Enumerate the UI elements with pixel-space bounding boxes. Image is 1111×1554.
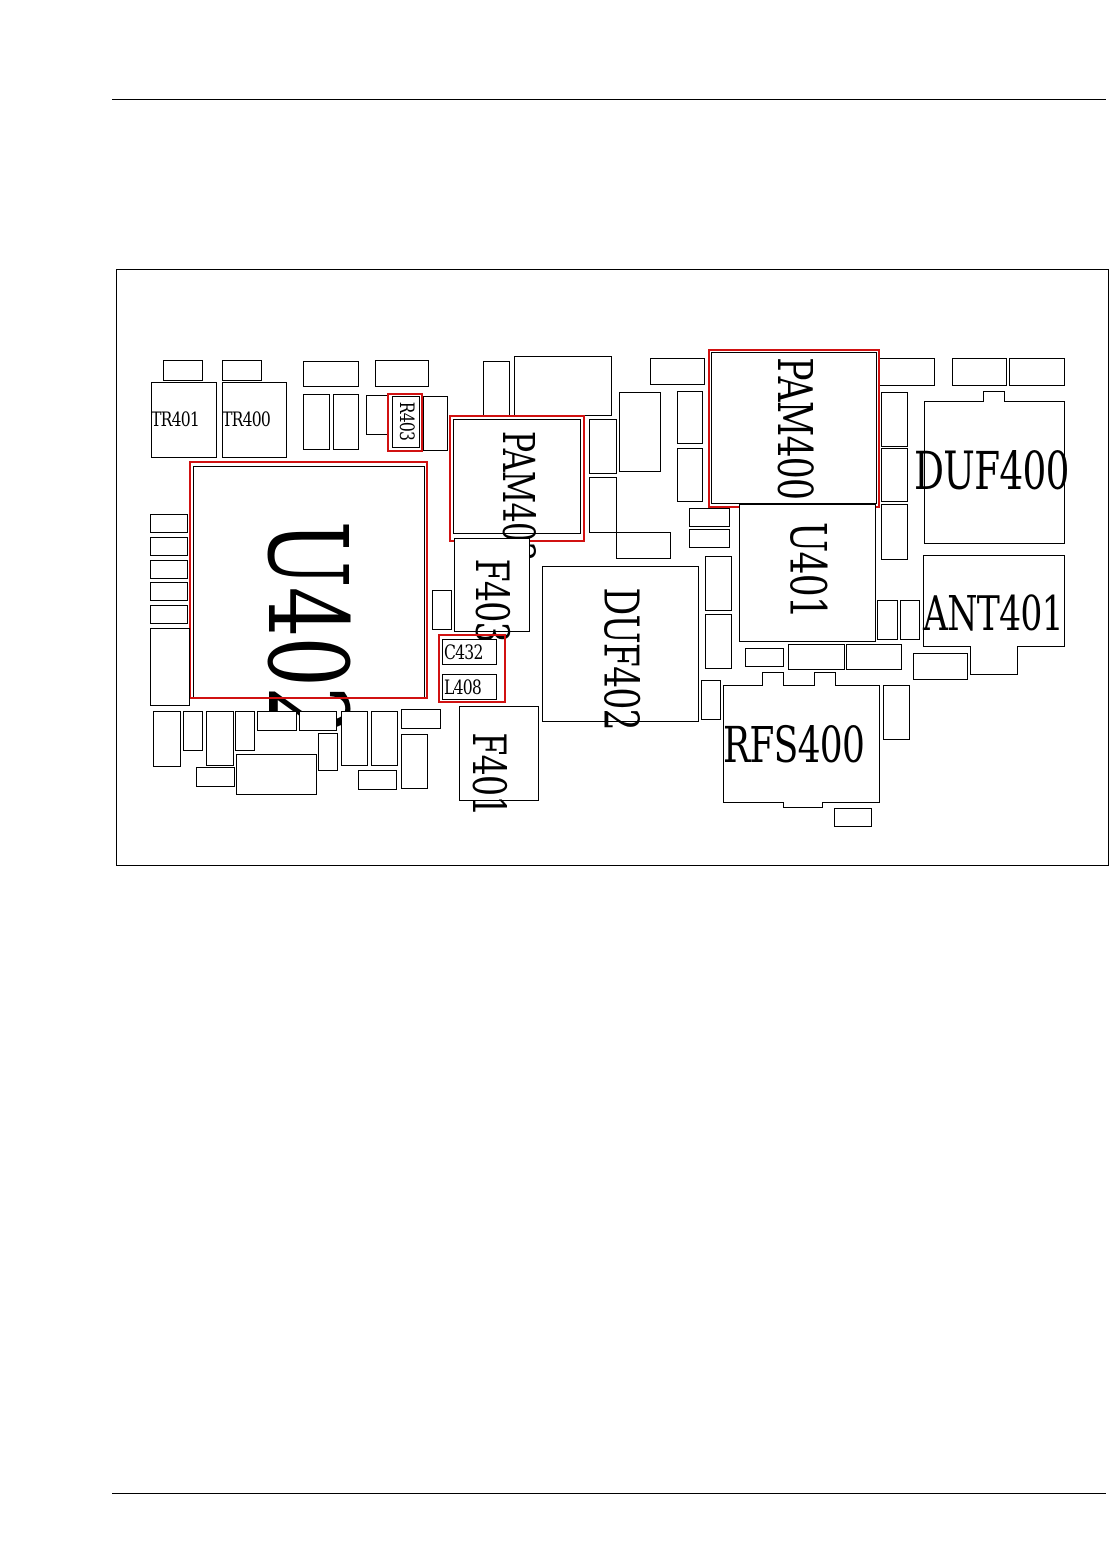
component-pad — [150, 605, 188, 624]
component-tr400 — [222, 382, 287, 458]
component-pad — [150, 537, 188, 556]
component-pad — [1009, 358, 1065, 386]
component-pad — [881, 448, 908, 502]
component-pad — [483, 361, 510, 417]
component-pad — [881, 392, 908, 447]
component-pad — [983, 391, 1005, 402]
component-pad — [650, 358, 705, 385]
component-pam403 — [453, 419, 581, 534]
component-f403 — [454, 538, 530, 632]
component-pad — [970, 646, 1018, 675]
highlight-u402 — [189, 461, 428, 699]
component-pad — [371, 711, 398, 766]
component-pad — [705, 556, 732, 611]
component-pad — [883, 685, 910, 740]
component-pad — [163, 360, 203, 381]
header-rule — [112, 99, 1106, 100]
component-pad — [150, 560, 188, 579]
component-pad — [366, 395, 388, 435]
component-pad — [401, 709, 441, 729]
pcb-layout-diagram: TR401 TR400 R403 U402 PAM403 F403 C432 L… — [116, 269, 1109, 866]
component-pad — [701, 680, 721, 720]
component-pad — [677, 448, 703, 502]
footer-rule — [112, 1493, 1106, 1494]
component-pad — [952, 358, 1007, 386]
component-pad — [879, 358, 935, 386]
label-duf402: DUF402 — [592, 587, 649, 730]
component-l408 — [442, 674, 497, 700]
component-pad — [375, 360, 429, 387]
component-pad — [788, 644, 845, 670]
component-pad — [150, 582, 188, 601]
component-rfs400 — [723, 685, 880, 803]
component-f401 — [459, 706, 539, 801]
label-l408: L408 — [444, 675, 482, 699]
component-pad — [333, 394, 359, 450]
component-duf400 — [924, 401, 1065, 544]
component-c432 — [442, 639, 497, 665]
component-pad — [153, 711, 181, 767]
component-pad — [514, 356, 612, 416]
component-pad — [619, 392, 661, 472]
component-pad — [299, 711, 337, 731]
component-pad — [900, 600, 920, 640]
component-u401 — [739, 504, 876, 642]
component-pad — [257, 711, 297, 731]
component-pad — [303, 394, 330, 450]
highlight-c432-l408 — [438, 634, 506, 703]
component-pad — [589, 419, 617, 474]
label-ant401: ANT401 — [923, 586, 1064, 642]
component-pad — [183, 711, 203, 751]
component-pad — [423, 396, 448, 451]
component-pad — [150, 628, 190, 706]
component-pad — [318, 733, 338, 771]
component-r403 — [392, 396, 420, 448]
component-pad — [236, 754, 317, 795]
component-pad — [206, 711, 234, 766]
component-pad — [341, 711, 368, 766]
component-duf402 — [542, 566, 699, 722]
label-tr401: TR401 — [151, 407, 200, 431]
component-u402 — [193, 466, 425, 698]
component-pad — [762, 672, 784, 686]
component-pad — [589, 477, 617, 533]
component-pad — [196, 767, 235, 787]
component-tr401 — [151, 382, 217, 458]
component-pad — [834, 808, 872, 827]
component-pad — [881, 504, 908, 560]
component-pad — [814, 672, 836, 686]
highlight-r403 — [387, 393, 423, 452]
component-pad — [745, 648, 784, 667]
component-pad — [303, 361, 359, 387]
component-pad — [689, 529, 730, 548]
component-pad — [616, 532, 671, 559]
label-duf400: DUF400 — [914, 442, 1069, 502]
label-f403: F403 — [465, 558, 519, 642]
component-pad — [432, 590, 452, 630]
highlight-pam400 — [708, 349, 880, 508]
component-pad — [222, 360, 262, 381]
component-pad — [150, 514, 188, 533]
component-pad — [689, 508, 730, 527]
component-pad — [401, 734, 428, 789]
label-f401: F401 — [462, 732, 516, 816]
label-c432: C432 — [444, 640, 483, 664]
component-pad — [705, 614, 732, 669]
component-pad — [913, 653, 968, 680]
label-tr400: TR400 — [222, 407, 271, 431]
label-rfs400: RFS400 — [723, 716, 865, 774]
component-pad — [846, 644, 902, 670]
component-pad — [677, 391, 703, 444]
label-u401: U401 — [778, 521, 837, 619]
component-pad — [235, 711, 255, 751]
component-ant401 — [923, 555, 1065, 647]
component-pad — [877, 600, 898, 640]
component-pad — [358, 770, 397, 790]
component-pad — [783, 802, 823, 808]
highlight-pam403 — [449, 415, 585, 542]
component-pam400 — [711, 352, 877, 504]
